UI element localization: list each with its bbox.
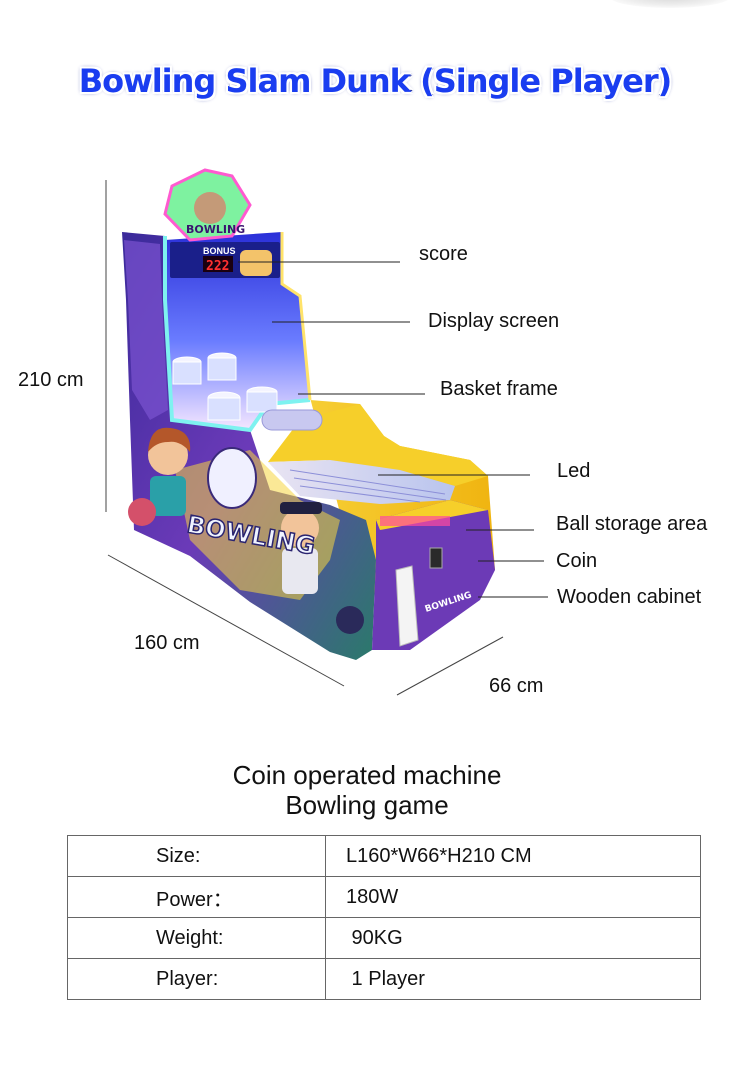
spec-label: Weight: (67, 917, 326, 959)
spec-value: L160*W66*H210 CM (325, 835, 701, 877)
spec-label: Power： (67, 876, 326, 918)
bowling-ball-pink (128, 498, 156, 526)
callout-ball-storage: Ball storage area (556, 513, 708, 535)
bowling-pin-graphic (207, 447, 257, 509)
callout-coin: Coin (556, 550, 598, 572)
bonus-label: BONUS (203, 246, 236, 256)
bowling-ball-dark (336, 606, 364, 634)
spec-row: Size: L160*W66*H210 CM (67, 835, 701, 877)
machine-illustration: BONUS 222 BOWLING BOWLING BOWLING (105, 168, 548, 696)
ball-roller-tube (261, 409, 323, 431)
ticket-strip (395, 565, 419, 647)
dimension-height: 210 cm (18, 369, 84, 391)
girl-character-hair (148, 427, 191, 452)
spec-row: Weight: 90KG (67, 917, 701, 959)
girl-character-head (148, 435, 188, 475)
ball-storage-window (380, 516, 450, 526)
spec-value: 90KG (325, 917, 701, 959)
bonus-value: 222 (206, 259, 229, 274)
callout-led: Led (557, 460, 591, 482)
top-shadow (610, 0, 730, 8)
boy-character-body (282, 548, 318, 594)
marquee-logo: BOWLING (186, 223, 245, 236)
spec-label: Player: (67, 958, 326, 1000)
boy-character-hat (280, 502, 322, 514)
lane (268, 460, 455, 504)
subheading-line2: Bowling game (285, 790, 449, 820)
side-pattern-stripe (124, 240, 168, 420)
neon-frame-right (280, 232, 312, 401)
character-face-panel (240, 250, 272, 276)
boy-character-head (281, 509, 319, 547)
basket-frame (172, 352, 278, 421)
callout-wooden-cabinet: Wooden cabinet (557, 586, 702, 608)
callout-display-screen: Display screen (428, 310, 560, 332)
spec-table: Size: L160*W66*H210 CM Power： 180W Weigh… (67, 835, 701, 1000)
length-dimension-line (107, 554, 345, 687)
girl-character-body (150, 476, 186, 516)
spec-row: Power： 180W (67, 876, 701, 918)
marquee-character (194, 192, 226, 224)
page-title: Bowling Slam Dunk (Single Player) (78, 62, 672, 100)
spec-label: Size: (67, 835, 326, 877)
spec-value: 180W (325, 876, 701, 918)
dimension-width: 66 cm (489, 675, 544, 697)
lane-lines (289, 469, 447, 503)
width-dimension-line (396, 636, 504, 696)
spec-row: Player: 1 Player (67, 958, 701, 1000)
bonus-digit-box (203, 256, 233, 272)
dimension-length: 160 cm (134, 632, 200, 654)
cabinet-ramp (268, 404, 488, 486)
callout-score: score (419, 243, 468, 265)
subheading-line1: Coin operated machine (232, 760, 502, 790)
coin-slot-plate (429, 547, 443, 569)
spec-value: 1 Player (325, 958, 701, 1000)
callout-basket-frame: Basket frame (440, 378, 558, 400)
